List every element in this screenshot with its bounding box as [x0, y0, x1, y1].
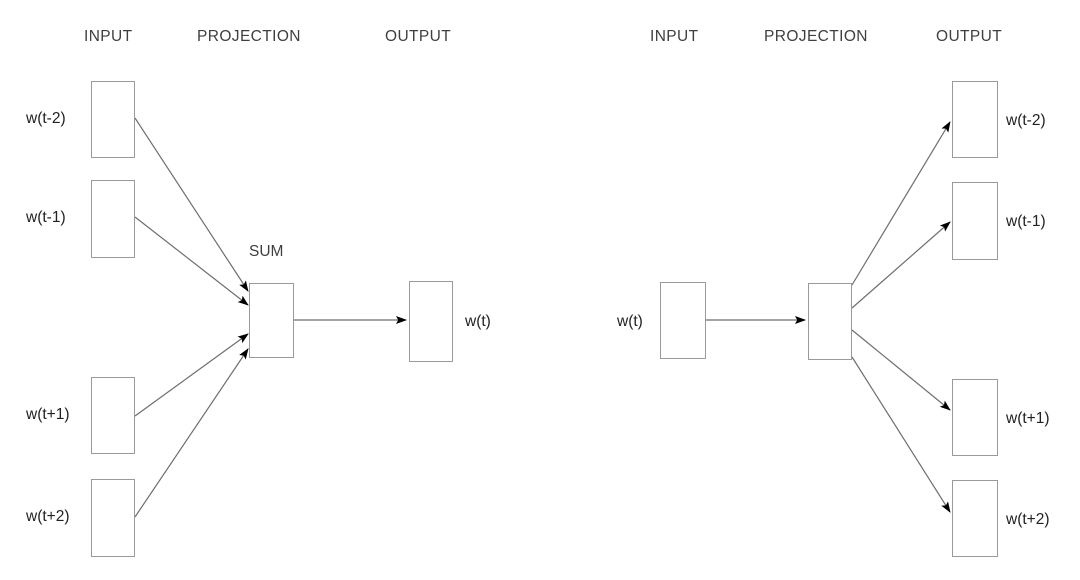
column-header-projection-cbow: PROJECTION [197, 28, 301, 45]
column-header-input-cbow: INPUT [84, 28, 133, 45]
edge-arrow-skipgram-1 [851, 121, 951, 286]
edge-arrow-cbow-1 [134, 216, 249, 306]
output-node-label-skipgram-1: w(t-1) [1006, 213, 1046, 230]
input-node-box-cbow-1[interactable] [91, 180, 135, 258]
output-node-label-skipgram-0: w(t-2) [1006, 112, 1046, 129]
output-node-label-cbow-0: w(t) [465, 313, 491, 330]
output-node-box-skipgram-0[interactable] [952, 81, 998, 158]
input-node-box-cbow-2[interactable] [91, 377, 135, 454]
edge-arrow-skipgram-3 [851, 329, 951, 411]
edge-arrow-skipgram-4 [851, 356, 951, 513]
projection-node-box-cbow[interactable] [249, 283, 294, 358]
input-node-box-cbow-0[interactable] [91, 81, 135, 158]
input-node-label-cbow-1: w(t-1) [26, 209, 66, 226]
edge-arrow-skipgram-2 [851, 221, 951, 309]
input-node-label-cbow-0: w(t-2) [26, 110, 66, 127]
column-header-output-skipgram: OUTPUT [936, 28, 1003, 45]
output-node-label-skipgram-3: w(t+2) [1006, 511, 1050, 528]
output-node-box-skipgram-1[interactable] [952, 182, 998, 260]
column-header-output-cbow: OUTPUT [385, 28, 452, 45]
input-node-box-cbow-3[interactable] [91, 479, 135, 557]
sum-label-cbow: SUM [249, 243, 284, 260]
output-node-box-skipgram-2[interactable] [952, 379, 998, 456]
edge-group [134, 117, 951, 518]
column-header-projection-skipgram: PROJECTION [764, 28, 868, 45]
input-node-label-skipgram-0: w(t) [617, 313, 643, 330]
output-node-box-cbow-0[interactable] [409, 281, 453, 362]
edge-arrow-cbow-0 [134, 117, 249, 292]
projection-node-box-skipgram[interactable] [808, 283, 852, 360]
output-node-label-skipgram-2: w(t+1) [1006, 410, 1050, 427]
output-node-box-skipgram-3[interactable] [952, 480, 998, 557]
edge-arrow-cbow-3 [134, 348, 249, 518]
edge-arrow-cbow-2 [134, 333, 249, 417]
input-node-box-skipgram-0[interactable] [660, 282, 706, 359]
input-node-label-cbow-2: w(t+1) [26, 406, 70, 423]
column-header-input-skipgram: INPUT [650, 28, 699, 45]
input-node-label-cbow-3: w(t+2) [26, 508, 70, 525]
